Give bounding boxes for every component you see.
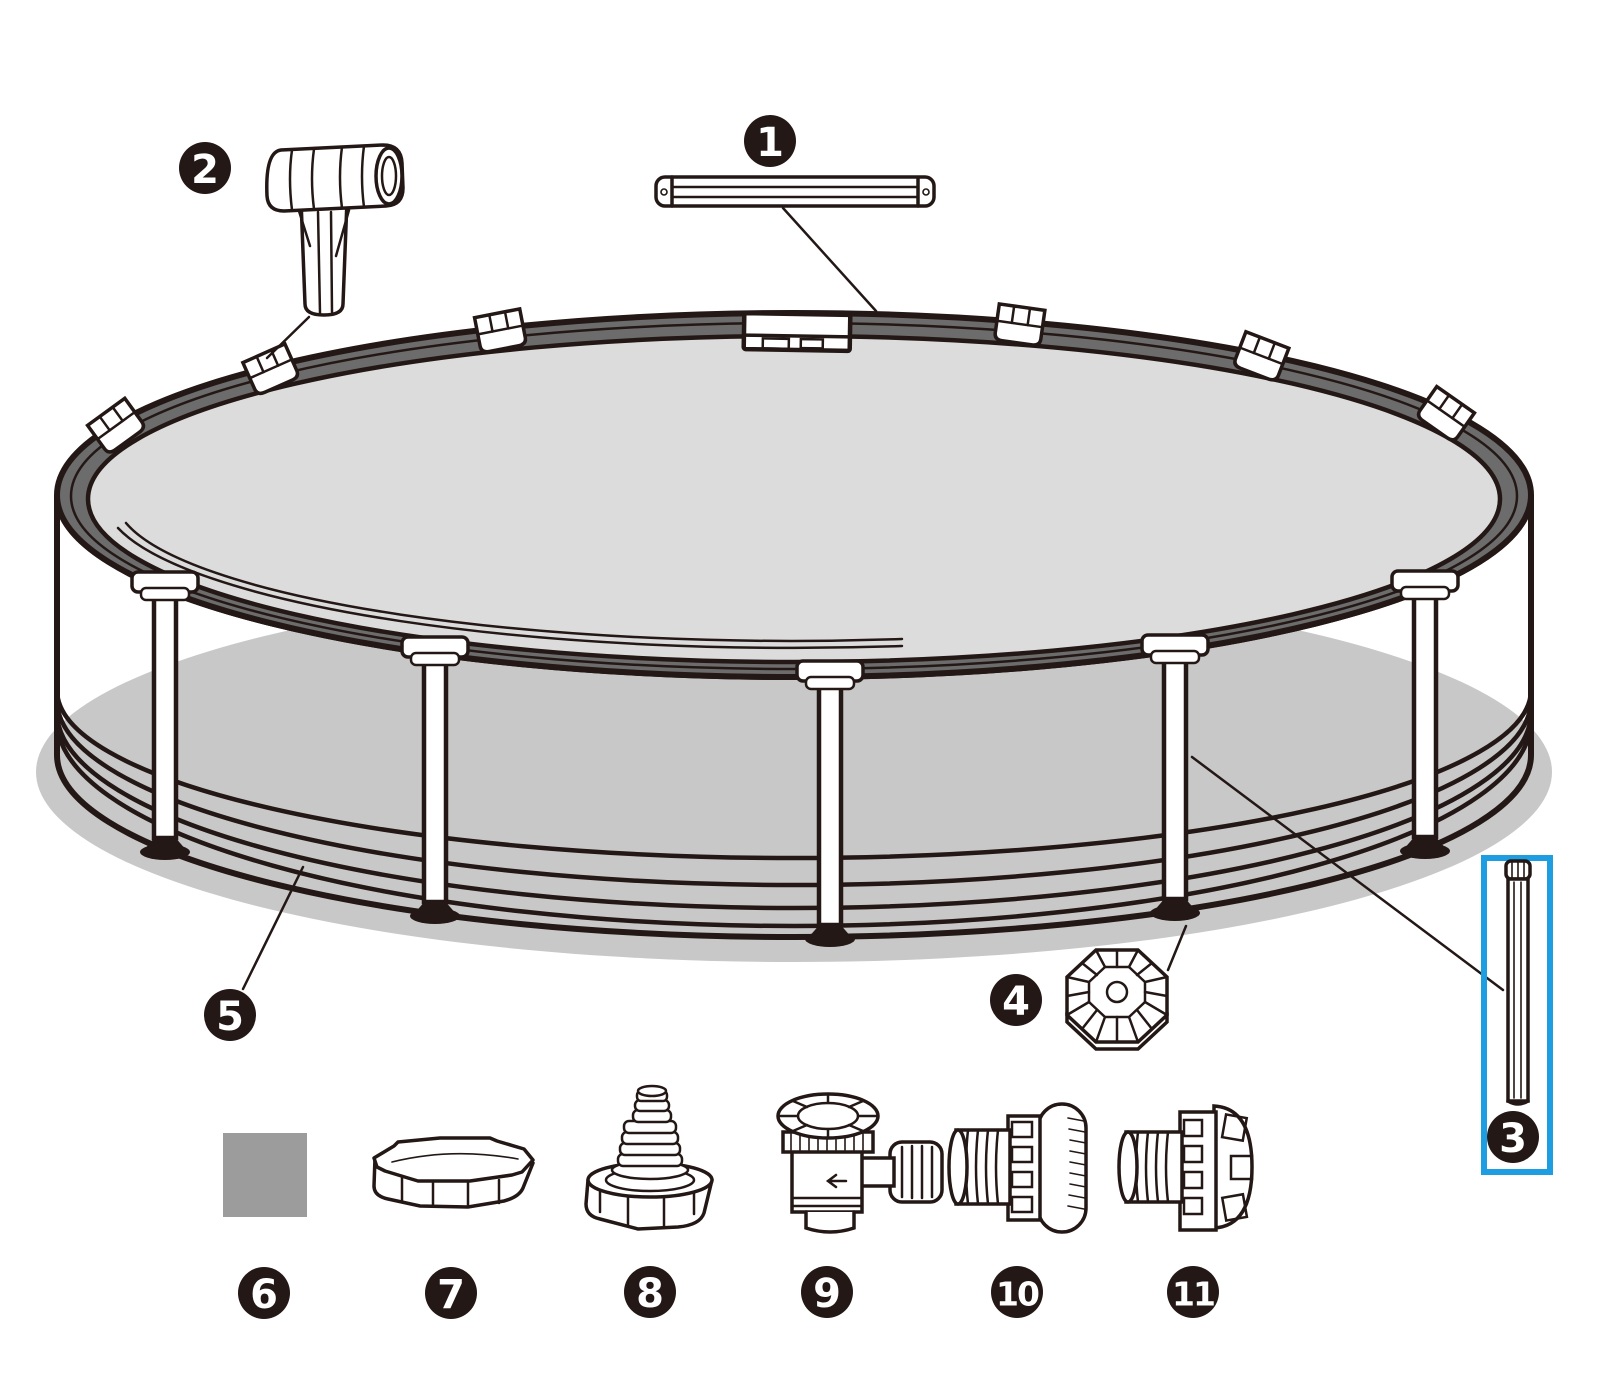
pool-leg <box>1140 633 1210 921</box>
pool-leg <box>795 659 865 947</box>
pool-liner-interior <box>85 333 1503 665</box>
svg-text:5: 5 <box>216 994 244 1040</box>
leader-4 <box>1166 924 1188 972</box>
rail-joint-plate <box>741 310 853 354</box>
callouts: 1 2 3 4 5 6 7 8 <box>179 115 1539 1319</box>
callout-2[interactable]: 2 <box>179 142 231 194</box>
pool-leg <box>1390 569 1460 859</box>
pool-leg <box>400 635 470 924</box>
callout-1[interactable]: 1 <box>744 115 796 167</box>
svg-text:7: 7 <box>437 1272 465 1318</box>
callout-5[interactable]: 5 <box>204 989 256 1041</box>
part-tee-connector[interactable] <box>265 143 405 317</box>
callout-3[interactable]: 3 <box>1487 1111 1539 1163</box>
leader-2 <box>265 315 311 360</box>
part-cap[interactable] <box>372 1136 535 1209</box>
leader-lines <box>241 206 1505 992</box>
part-drain-valve[interactable] <box>584 1084 714 1231</box>
callout-4[interactable]: 4 <box>990 974 1042 1026</box>
leader-5 <box>241 865 305 991</box>
pool-legs <box>130 569 1460 947</box>
svg-text:3: 3 <box>1499 1116 1527 1162</box>
pool-assembly <box>36 301 1552 962</box>
callout-9[interactable]: 9 <box>801 1266 853 1318</box>
part-strainer-connector[interactable] <box>947 1102 1088 1234</box>
svg-text:8: 8 <box>636 1271 664 1317</box>
part-top-rail[interactable] <box>654 175 936 208</box>
callout-8[interactable]: 8 <box>624 1266 676 1318</box>
svg-text:9: 9 <box>813 1271 841 1317</box>
leader-1 <box>781 206 878 313</box>
callout-11[interactable]: 11 <box>1167 1266 1219 1318</box>
callout-6[interactable]: 6 <box>238 1267 290 1319</box>
part-repair-patch[interactable] <box>223 1133 307 1217</box>
svg-text:10: 10 <box>996 1275 1039 1314</box>
svg-text:11: 11 <box>1172 1275 1214 1314</box>
svg-text:1: 1 <box>756 120 784 166</box>
highlight-box <box>1481 855 1553 1175</box>
svg-text:2: 2 <box>191 147 219 193</box>
pool-belt-bands <box>57 687 1531 929</box>
svg-text:4: 4 <box>1002 979 1030 1025</box>
pool-leg <box>130 570 200 860</box>
part-inlet-connector[interactable] <box>1117 1104 1254 1232</box>
leader-3 <box>1190 755 1505 992</box>
callout-7[interactable]: 7 <box>425 1267 477 1319</box>
part-control-valve[interactable] <box>776 1092 944 1234</box>
svg-text:6: 6 <box>250 1272 278 1318</box>
pool-liner-seams <box>116 521 904 650</box>
part-leg-highlighted[interactable] <box>1481 855 1553 1175</box>
part-leg-base[interactable] <box>1065 948 1169 1051</box>
callout-10[interactable]: 10 <box>991 1266 1043 1318</box>
